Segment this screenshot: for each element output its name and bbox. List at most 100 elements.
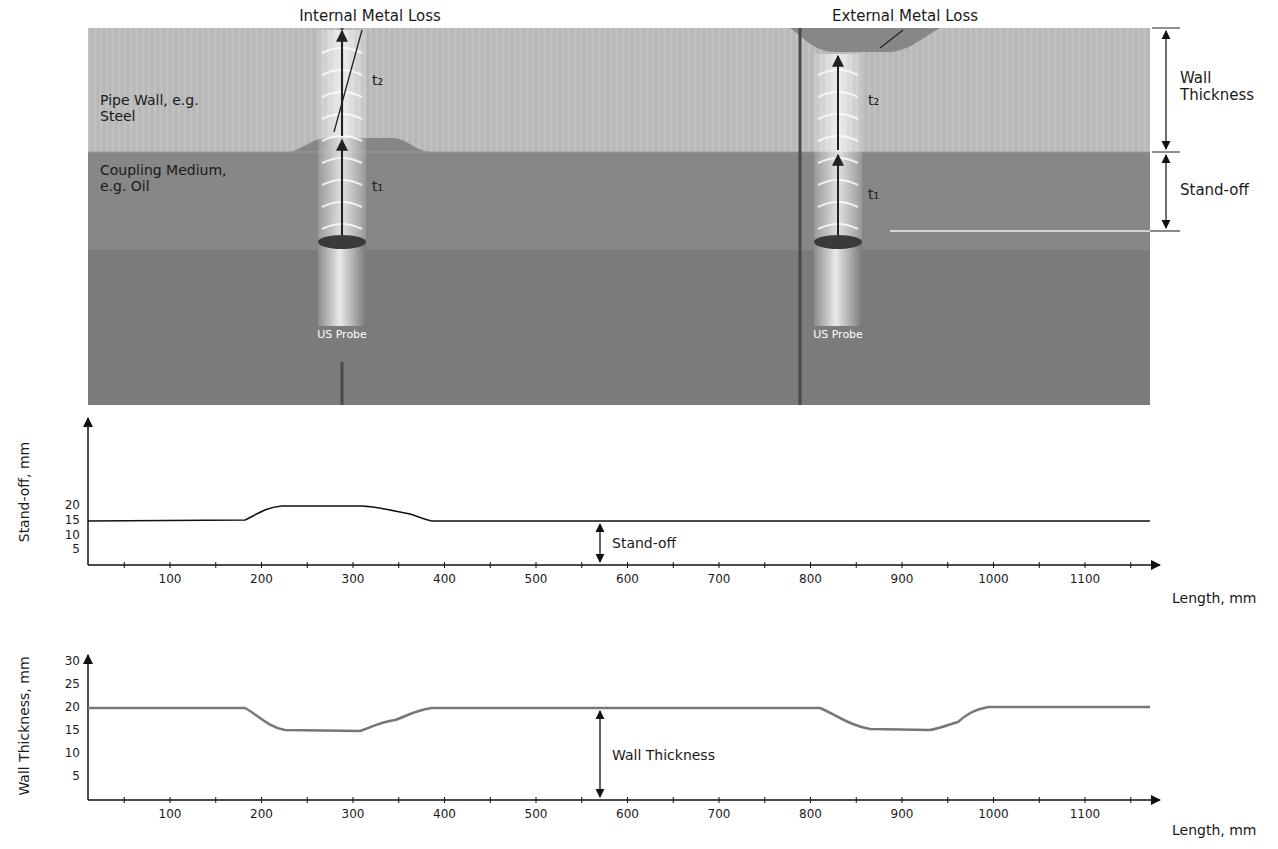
x-tick	[1085, 562, 1086, 568]
dimension-line	[890, 230, 1180, 232]
x-tick	[1039, 797, 1040, 803]
value-label: Stand-off	[612, 535, 676, 551]
dimension-line	[1152, 28, 1180, 29]
tick-label: 200	[250, 808, 273, 822]
tick-label: 900	[891, 808, 914, 822]
x-tick	[719, 797, 720, 803]
axis-ticks	[124, 562, 1131, 568]
x-tick	[261, 797, 262, 803]
material-label: Coupling Medium, e.g. Oil	[100, 162, 250, 194]
y-axis	[87, 655, 89, 800]
x-tick	[261, 562, 262, 568]
tick-label: 15	[65, 724, 80, 738]
tick-label: 30	[65, 655, 80, 669]
x-tick	[673, 797, 674, 803]
dimension-arrow	[1165, 155, 1166, 228]
tick-label: 100	[159, 573, 182, 587]
t2-arrow	[837, 56, 839, 150]
tick-label: 10	[65, 747, 80, 761]
time-label: t₁	[868, 186, 879, 202]
time-label: t₂	[372, 72, 383, 88]
dimension-arrow	[1165, 31, 1166, 149]
x-tick	[398, 562, 399, 568]
x-tick	[902, 797, 903, 803]
tick-label: 600	[616, 808, 639, 822]
x-tick	[444, 562, 445, 568]
x-tick	[902, 562, 903, 568]
x-tick	[398, 797, 399, 803]
tick-label: 10	[65, 529, 80, 543]
y-axis	[87, 418, 89, 565]
time-label: t₁	[372, 178, 383, 194]
thickness-curve	[88, 707, 1150, 731]
x-tick	[215, 562, 216, 568]
x-axis	[88, 799, 1160, 801]
tick-label: 1100	[1070, 573, 1101, 587]
leader-line	[880, 30, 903, 48]
x-tick	[947, 797, 948, 803]
x-tick	[124, 797, 125, 803]
axis-title: Stand-off, mm	[16, 442, 32, 542]
callout-label: Internal Metal Loss	[299, 8, 441, 25]
t1-arrow	[837, 155, 839, 236]
axis-title: Wall Thickness, mm	[16, 656, 32, 795]
axis-title: Length, mm	[1172, 822, 1256, 838]
dimension-label: Stand-off	[1180, 182, 1249, 199]
x-axis	[88, 564, 1160, 566]
tick-label: 15	[65, 514, 80, 528]
x-tick	[124, 562, 125, 568]
coupling-medium	[88, 28, 1150, 405]
x-tick	[490, 562, 491, 568]
leader-line	[334, 30, 362, 132]
wall-grain	[88, 28, 1150, 152]
x-tick	[627, 797, 628, 803]
x-tick	[1130, 562, 1131, 568]
tick-label: 20	[65, 701, 80, 715]
x-tick	[856, 562, 857, 568]
value-arrow	[599, 711, 600, 797]
tick-label: 500	[525, 808, 548, 822]
x-tick	[627, 562, 628, 568]
us-probe	[814, 242, 862, 326]
tick-label: 300	[342, 573, 365, 587]
x-tick	[170, 562, 171, 568]
pipe-ground	[88, 250, 1150, 405]
x-tick	[719, 562, 720, 568]
x-tick	[536, 562, 537, 568]
dimension-label: Wall Thickness	[1180, 70, 1272, 105]
wall-boundary	[88, 152, 1150, 153]
tick-label: 400	[433, 573, 456, 587]
time-label: t₂	[868, 92, 879, 108]
x-tick	[444, 797, 445, 803]
tick-label: 300	[342, 808, 365, 822]
x-tick	[215, 797, 216, 803]
x-tick	[353, 797, 354, 803]
dimension-line	[1150, 231, 1180, 232]
x-tick	[581, 562, 582, 568]
weld-line	[799, 28, 802, 405]
x-tick	[810, 797, 811, 803]
value-label: Wall Thickness	[612, 747, 715, 763]
ultrasonic-beam	[814, 54, 862, 240]
x-tick	[856, 797, 857, 803]
x-tick	[1130, 797, 1131, 803]
x-tick	[993, 797, 994, 803]
axis-ticks	[124, 797, 1131, 803]
tick-label: 600	[616, 573, 639, 587]
tick-label: 25	[65, 678, 80, 692]
value-arrow	[599, 524, 600, 562]
probe-face	[318, 235, 366, 249]
us-probe	[318, 242, 366, 326]
x-tick	[536, 797, 537, 803]
tick-label: 400	[433, 808, 456, 822]
x-tick	[1085, 797, 1086, 803]
x-tick	[764, 797, 765, 803]
wave-arcs	[322, 48, 858, 229]
x-tick	[993, 562, 994, 568]
x-tick	[1039, 562, 1040, 568]
x-tick	[581, 797, 582, 803]
x-tick	[673, 562, 674, 568]
probe-face	[814, 235, 862, 249]
axis-title: Length, mm	[1172, 590, 1256, 606]
tick-label: 100	[159, 808, 182, 822]
